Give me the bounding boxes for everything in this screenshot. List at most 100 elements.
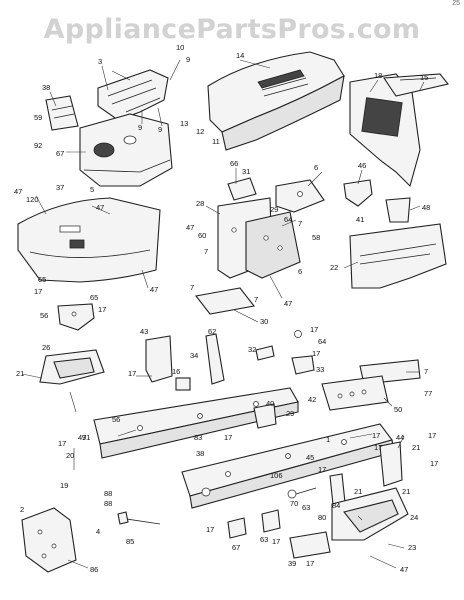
- callout-43: 43: [140, 327, 148, 336]
- callout-17: 17: [224, 433, 232, 442]
- callout-17: 17: [430, 459, 438, 468]
- callout-14: 14: [236, 51, 244, 60]
- callout-9: 9: [186, 55, 190, 64]
- link-63-part: [261, 509, 281, 533]
- callout-7: 7: [298, 219, 302, 228]
- callout-83: 83: [194, 433, 202, 442]
- callout-40: 40: [266, 399, 274, 408]
- frame-rail-right-part: [181, 423, 395, 509]
- bracket-48-part: [385, 197, 411, 223]
- front-bracket-part: [21, 507, 77, 573]
- callout-77: 77: [424, 389, 432, 398]
- callout-56: 56: [112, 415, 120, 424]
- bottom-plate-part: [195, 287, 255, 315]
- callout-5: 5: [90, 185, 94, 194]
- callout-46: 46: [358, 161, 366, 170]
- callout-21: 21: [16, 369, 24, 378]
- callout-63: 63: [260, 535, 268, 544]
- callout-56: 56: [40, 311, 48, 320]
- callout-88: 88: [104, 499, 112, 508]
- callout-60: 60: [198, 231, 206, 240]
- callout-29: 29: [286, 409, 294, 418]
- callout-64: 64: [284, 215, 292, 224]
- callout-59: 59: [34, 113, 42, 122]
- link-106-part: [287, 487, 317, 499]
- callout-38: 38: [42, 83, 50, 92]
- dash-panel-part: [97, 69, 169, 121]
- callout-85: 85: [126, 537, 134, 546]
- callout-47: 47: [78, 433, 86, 442]
- callout-13: 13: [180, 119, 188, 128]
- callout-16: 16: [172, 367, 180, 376]
- side-skirt-part: [349, 223, 447, 289]
- callout-92: 92: [34, 141, 42, 150]
- callout-91: 91: [82, 433, 90, 442]
- callout-41: 41: [356, 215, 364, 224]
- decal-part: [45, 95, 79, 131]
- callout-22: 22: [330, 263, 338, 272]
- callout-24: 24: [410, 513, 418, 522]
- callout-12: 12: [196, 127, 204, 136]
- callout-42: 42: [308, 395, 316, 404]
- callout-30: 30: [260, 317, 268, 326]
- callout-7: 7: [204, 247, 208, 256]
- callout-15: 15: [420, 73, 428, 82]
- callout-4: 4: [96, 527, 100, 536]
- footrest-part: [39, 349, 105, 385]
- callout-64: 64: [318, 337, 326, 346]
- callout-17: 17: [318, 465, 326, 474]
- callout-23: 23: [408, 543, 416, 552]
- bracket-40-part: [253, 403, 277, 429]
- callout-21: 21: [354, 487, 362, 496]
- callout-10: 10: [176, 43, 184, 52]
- callout-7: 7: [254, 295, 258, 304]
- callout-9: 9: [138, 123, 142, 132]
- callout-65: 65: [38, 275, 46, 284]
- callout-17: 17: [58, 439, 66, 448]
- callout-80: 80: [318, 513, 326, 522]
- callout-33: 33: [316, 365, 324, 374]
- callout-70: 70: [290, 499, 298, 508]
- fender-housing-part: [17, 197, 161, 283]
- bracket-66-part: [227, 177, 257, 201]
- link-67-part: [227, 517, 247, 539]
- callout-20: 20: [66, 451, 74, 460]
- callout-63: 63: [302, 503, 310, 512]
- center-support-panel-part: [217, 197, 301, 279]
- callout-32: 32: [248, 345, 256, 354]
- callout-58: 58: [312, 233, 320, 242]
- callout-11: 11: [212, 137, 220, 146]
- bracket-6-part: [275, 179, 325, 213]
- callout-47: 47: [400, 565, 408, 574]
- callout-47: 47: [284, 299, 292, 308]
- callout-84: 84: [332, 501, 340, 510]
- callout-1: 1: [326, 435, 330, 444]
- callout-120: 120: [26, 195, 39, 204]
- callout-62: 62: [208, 327, 216, 336]
- callout-labels: 3 10 9 9 9 14 18 15 38 59 92 67 5 13 12 …: [14, 43, 438, 574]
- bracket-56-part: [57, 303, 95, 331]
- hood-part: [207, 51, 345, 151]
- callout-21: 21: [412, 443, 420, 452]
- grille-part: [349, 73, 449, 188]
- callout-34: 34: [190, 351, 198, 360]
- leader-lines: [21, 59, 425, 569]
- callout-29: 29: [270, 205, 278, 214]
- callout-48: 48: [422, 203, 430, 212]
- callout-47: 47: [150, 285, 158, 294]
- callout-50: 50: [394, 405, 402, 414]
- rear-footrest-part: [331, 487, 409, 541]
- callout-17: 17: [306, 559, 314, 568]
- frame-rail-left-part: [93, 387, 299, 459]
- callout-21: 21: [402, 487, 410, 496]
- callout-6: 6: [298, 267, 302, 276]
- callout-17: 17: [374, 443, 382, 452]
- callout-18: 18: [374, 71, 382, 80]
- callout-7: 7: [424, 367, 428, 376]
- callout-47: 47: [14, 187, 22, 196]
- dash-panel-front-part: [79, 113, 173, 187]
- bracket-44-part: [379, 441, 403, 487]
- lever-62-part: [205, 333, 225, 385]
- callout-47: 47: [186, 223, 194, 232]
